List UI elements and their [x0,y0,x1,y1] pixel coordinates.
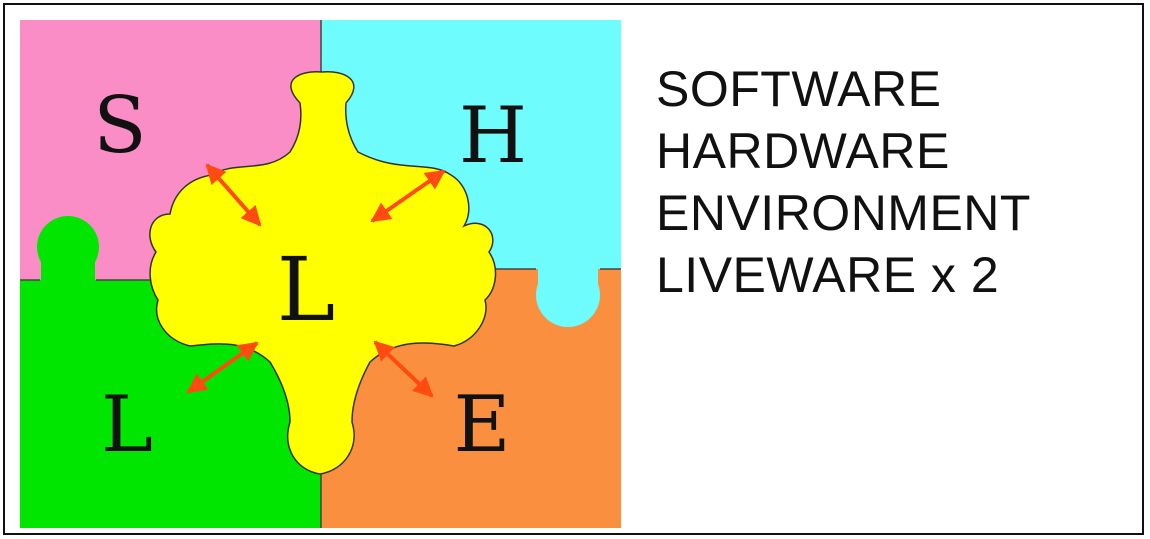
hardware-liveware-arrow [370,169,446,223]
legend-liveware: LIVEWARE x 2 [656,247,1000,303]
shell-legend: SOFTWARE HARDWARE ENVIRONMENT LIVEWARE x… [656,58,1031,306]
liveware-outer-letter: L [101,380,153,470]
environment-letter: E [454,380,511,470]
environment-liveware-arrow [373,340,434,398]
legend-environment: ENVIRONMENT [656,185,1031,241]
hardware-letter: H [459,91,527,181]
software-letter: S [93,81,146,171]
liveware-outer-knob-neck [41,247,95,281]
hardware-knob-neck [538,262,598,295]
software-liveware-arrow [205,163,262,227]
liveware-liveware-arrow [186,341,259,394]
liveware-center-letter: L [277,238,335,341]
legend-hardware: HARDWARE [656,123,950,179]
legend-software: SOFTWARE [656,61,942,117]
